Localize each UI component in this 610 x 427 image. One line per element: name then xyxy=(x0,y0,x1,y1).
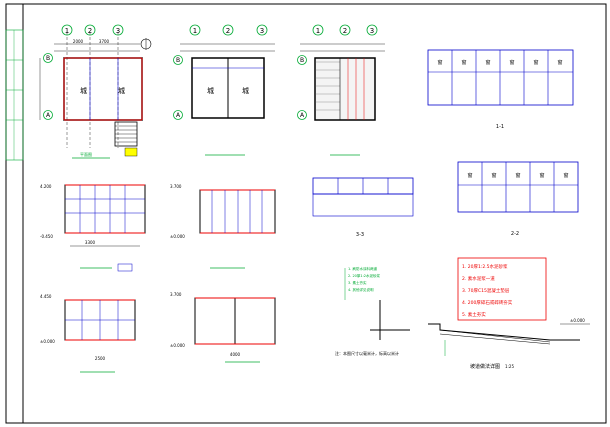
window-cell: 窗 xyxy=(485,59,490,66)
window-cell: 窗 xyxy=(563,172,568,179)
ramp-title: 坡道做法详图 xyxy=(470,363,500,370)
elevation-1: 4.200 -0.450 3300 xyxy=(40,184,146,272)
ramp-detail: ±0.000 坡道做法详图 1:25 xyxy=(428,318,590,370)
window-cell: 窗 xyxy=(533,59,538,66)
plan-title: 平面图 xyxy=(80,151,92,157)
window-cell: 窗 xyxy=(467,172,472,179)
window-cell: 窗 xyxy=(515,172,520,179)
level-text: -0.450 xyxy=(40,234,53,239)
axis-label: 3 xyxy=(370,27,374,35)
plan-1: 1 2 3 2000 3700 城 城 B A 平面图 xyxy=(39,24,152,159)
title-strip xyxy=(5,29,24,161)
ramp-scale: 1:25 xyxy=(505,364,514,369)
level-text: 4.200 xyxy=(40,184,52,189)
axis-label: A xyxy=(46,112,51,119)
sheet-border xyxy=(5,3,607,424)
room-label: 城 xyxy=(207,87,214,95)
dimension-text: 4000 xyxy=(230,352,241,357)
axis-label: 3 xyxy=(116,27,120,35)
axis-label: 1 xyxy=(193,27,197,35)
elevation-2: 3.700 ±0.000 xyxy=(170,184,276,269)
dimension-text: 3700 xyxy=(99,39,110,44)
window-cell: 窗 xyxy=(437,59,442,66)
dimension-text: 3300 xyxy=(85,240,96,245)
level-text: 3.700 xyxy=(170,184,182,189)
window-cell: 窗 xyxy=(557,59,562,66)
level-text: 4.450 xyxy=(40,294,52,299)
window-cell: 窗 xyxy=(539,172,544,179)
window-cell: 窗 xyxy=(509,59,514,66)
axis-label: 1 xyxy=(316,27,320,35)
axis-label: 3 xyxy=(260,27,264,35)
axis-label: B xyxy=(46,55,50,62)
wall-detail: 1. 刷防水涂料两道 2. 20厚1:2水泥砂浆 3. 素土夯实 4. 其他详见… xyxy=(335,266,410,356)
level-text: ±0.000 xyxy=(170,343,185,348)
section-label: 3-3 xyxy=(356,232,364,238)
note-line: 4. 其他详见说明 xyxy=(348,287,374,292)
section-2: 3.700 ±0.000 xyxy=(170,292,276,363)
window-strip: 3-3 xyxy=(312,177,414,238)
level-text: ±0.000 xyxy=(40,339,55,344)
section-label: 2-2 xyxy=(511,231,519,237)
window-detail-1: 窗 窗 窗 窗 窗 窗 1-1 xyxy=(427,49,574,130)
note-line: 4. 200厚碎石或碎砖夯实 xyxy=(462,299,513,306)
dimension-text: 2500 xyxy=(95,356,106,361)
section-1: 4.450 ±0.000 xyxy=(40,294,136,373)
dimension-text: 2000 xyxy=(73,39,84,44)
footer-note: 注：本图尺寸以毫米计，标高以米计 xyxy=(335,350,399,356)
notes-box: 1. 20厚1:2.5水泥砂浆 2. 素水泥浆一道 3. 70厚C15混凝土垫层… xyxy=(457,257,547,321)
room-label: 城 xyxy=(118,87,125,95)
note-line: 2. 素水泥浆一道 xyxy=(462,275,495,282)
plan-2: 1 2 3 城 城 B A xyxy=(173,24,275,156)
note-line: 3. 素土夯实 xyxy=(348,280,367,285)
window-detail-2: 窗 窗 窗 窗 窗 2-2 xyxy=(457,161,579,237)
axis-label: B xyxy=(300,57,304,64)
note-line: 1. 20厚1:2.5水泥砂浆 xyxy=(462,263,508,270)
note-line: 3. 70厚C15混凝土垫层 xyxy=(462,287,510,294)
axis-label: B xyxy=(176,57,180,64)
window-cell: 窗 xyxy=(491,172,496,179)
axis-label: A xyxy=(176,112,181,119)
axis-label: 2 xyxy=(88,27,92,35)
level-text: ±0.000 xyxy=(570,318,585,323)
section-label: 1-1 xyxy=(496,124,504,130)
axis-label: 1 xyxy=(65,27,69,35)
plan-3: 1 2 3 B A xyxy=(297,24,385,156)
axis-label: 2 xyxy=(343,27,347,35)
axis-label: A xyxy=(300,112,305,119)
note-line: 1. 刷防水涂料两道 xyxy=(348,266,377,271)
room-label: 城 xyxy=(242,87,249,95)
level-text: 3.700 xyxy=(170,292,182,297)
note-line: 2. 20厚1:2水泥砂浆 xyxy=(348,273,381,278)
level-text: ±0.000 xyxy=(170,234,185,239)
note-line: 5. 素土夯实 xyxy=(462,311,486,318)
axis-label: 2 xyxy=(226,27,230,35)
window-cell: 窗 xyxy=(461,59,466,66)
room-label: 城 xyxy=(80,87,87,95)
